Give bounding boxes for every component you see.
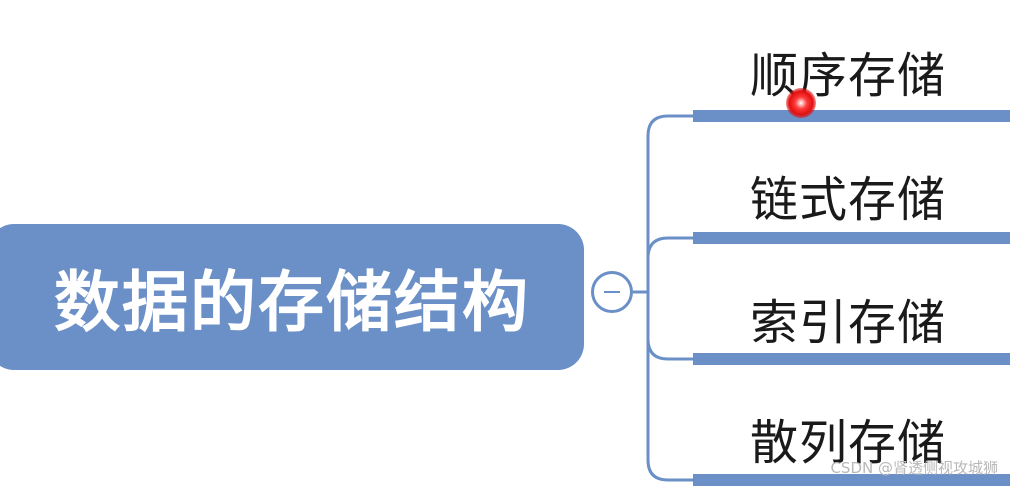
- collapse-toggle-minus-icon[interactable]: [591, 271, 633, 313]
- branch-underline: [693, 232, 1010, 244]
- root-topic-node[interactable]: 数据的存储结构: [0, 224, 584, 370]
- connector-branch-2: [646, 292, 695, 361]
- connector-branch-1: [646, 236, 695, 292]
- watermark-text: CSDN @肾透侧视攻城狮: [830, 459, 998, 477]
- branch-underline: [693, 474, 1010, 486]
- branch-topic-linked-storage[interactable]: 链式存储: [750, 172, 947, 228]
- laser-pointer-dot: [786, 88, 816, 118]
- branch-topic-index-storage[interactable]: 索引存储: [750, 295, 947, 351]
- connector-branch-3: [646, 292, 695, 482]
- branch-topic-sequential-storage[interactable]: 顺序存储: [750, 48, 947, 104]
- branch-underline: [693, 110, 1010, 122]
- connector-branch-0: [646, 114, 695, 292]
- branch-topic-hash-storage[interactable]: 散列存储: [750, 415, 947, 471]
- branch-underline: [693, 353, 1010, 365]
- root-topic-label: 数据的存储结构: [54, 264, 530, 341]
